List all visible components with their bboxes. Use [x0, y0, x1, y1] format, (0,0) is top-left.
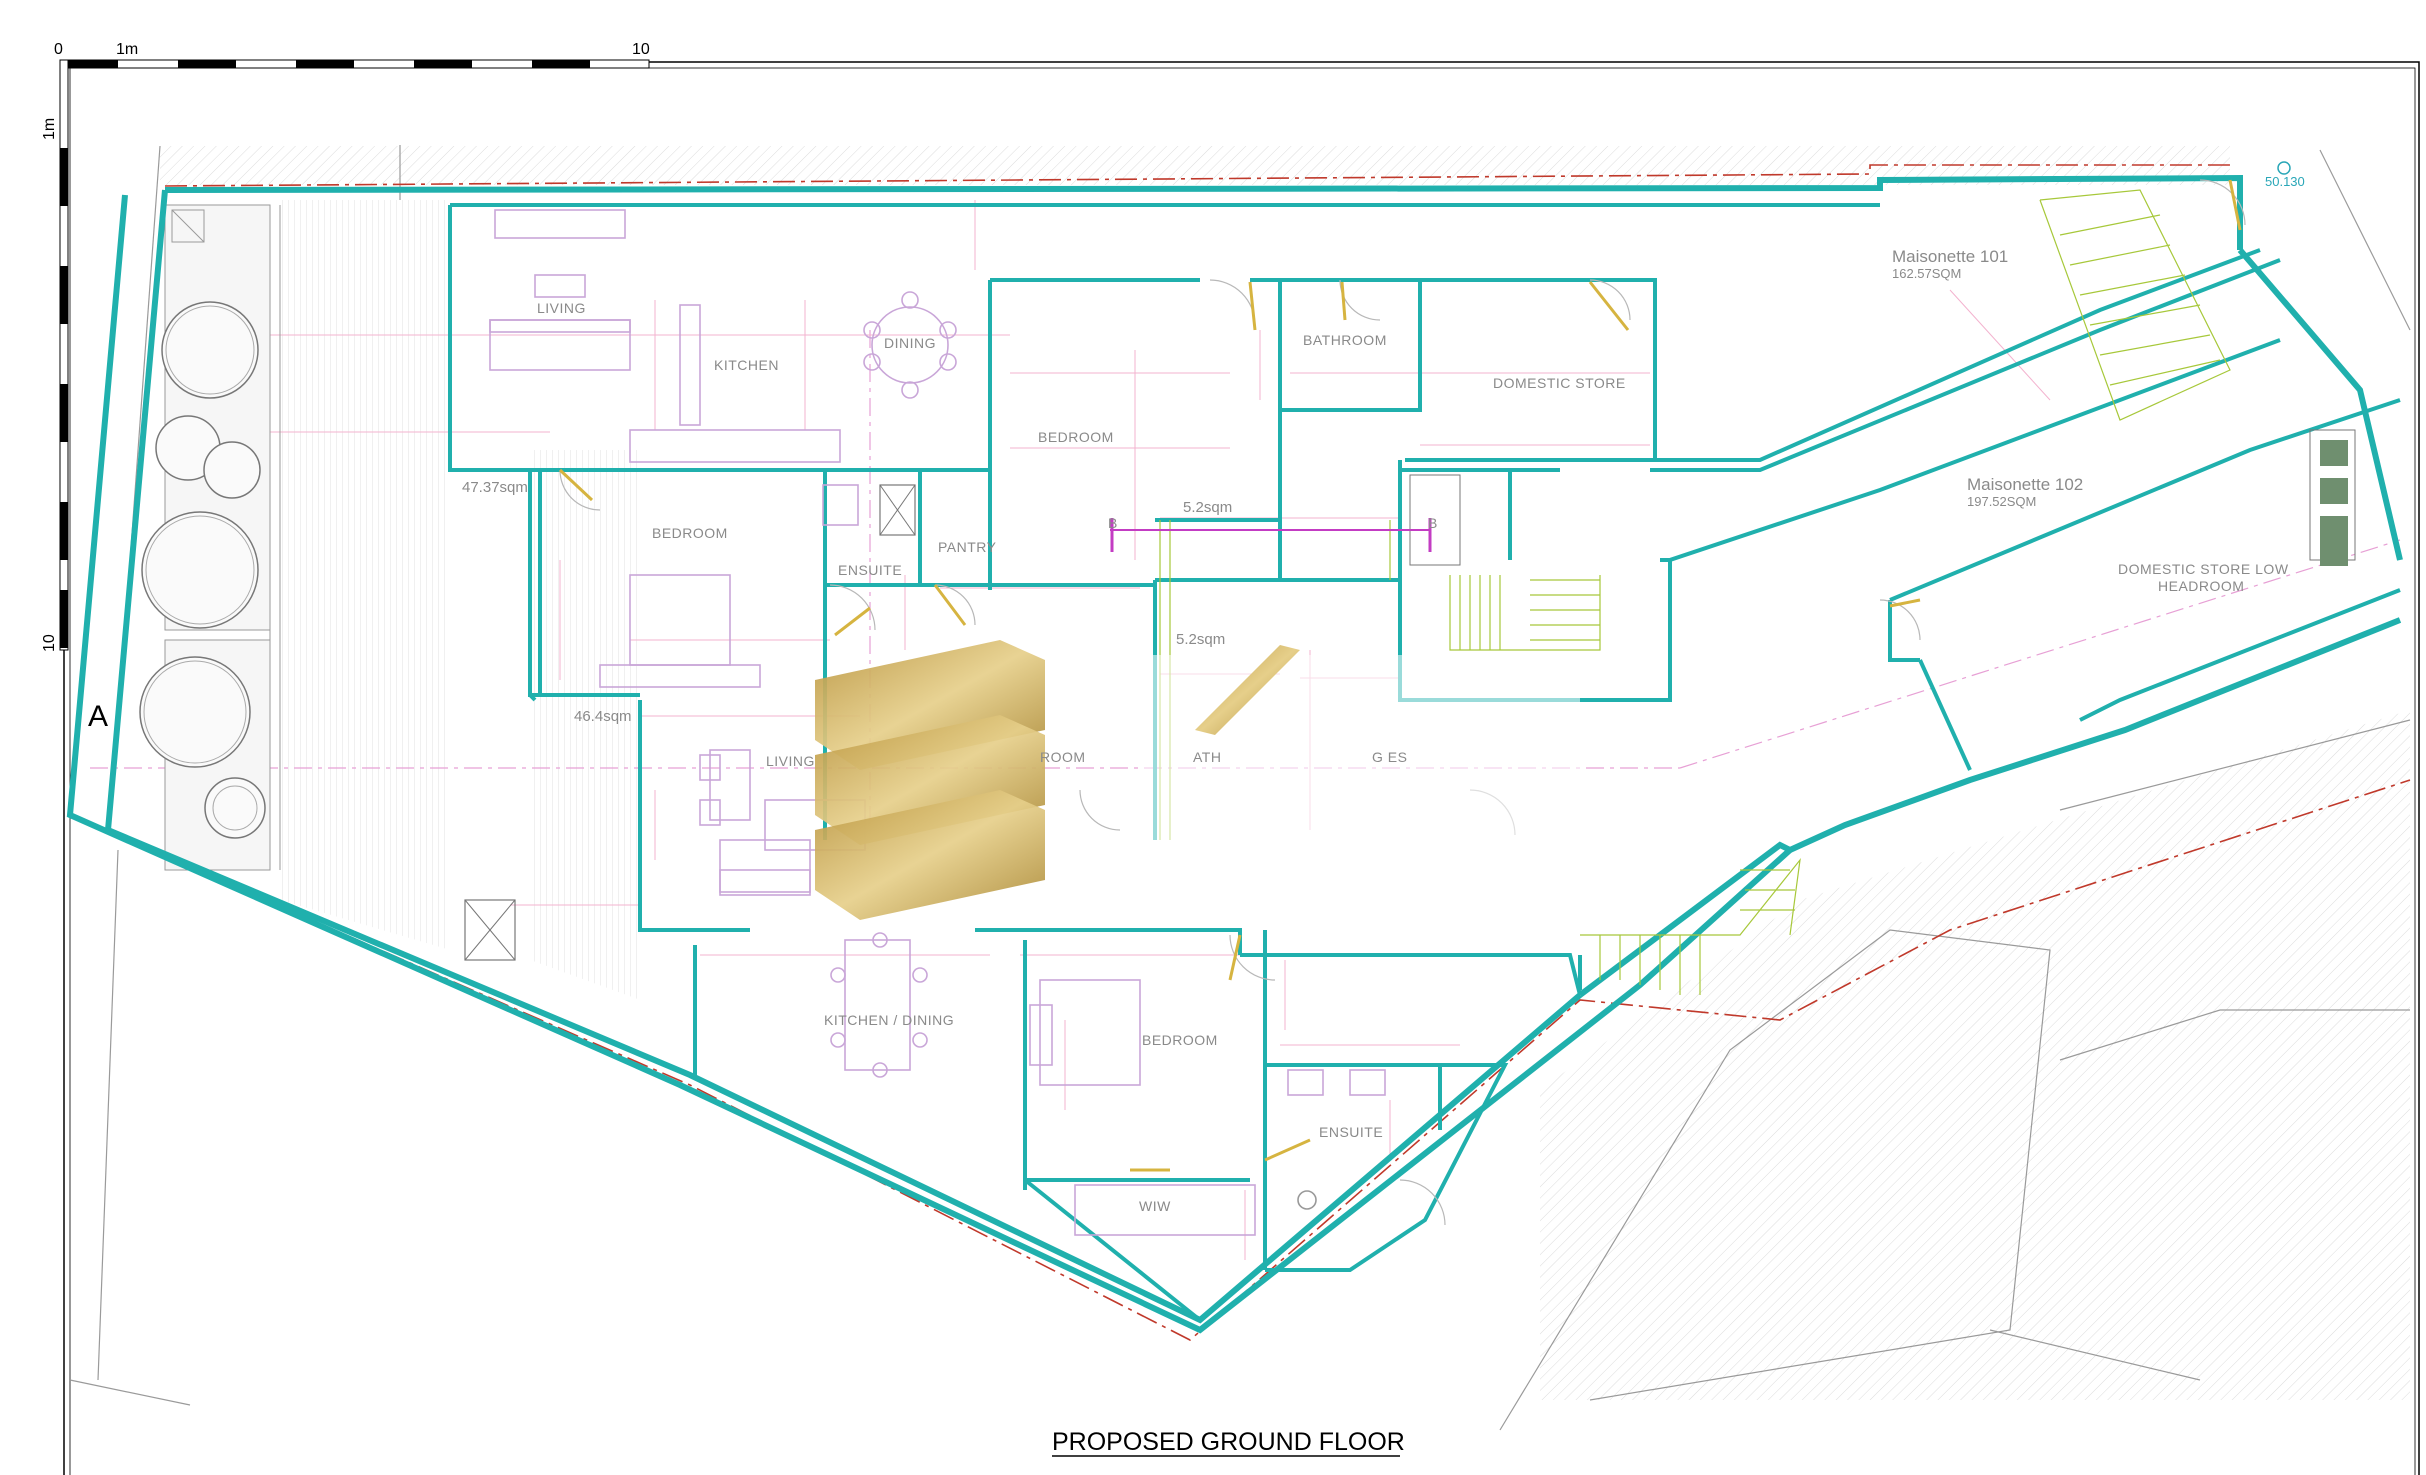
tree-icon	[204, 777, 266, 839]
planters-right	[2309, 429, 2356, 566]
unit-101-name: Maisonette 101	[1892, 247, 2008, 266]
drawing-title-block: PROPOSED GROUND FLOOR	[1052, 1428, 1405, 1457]
section-cut-line: B B	[1108, 515, 1438, 552]
scale-label-0: 0	[54, 41, 63, 58]
planter-trees	[139, 204, 281, 871]
tree-icon	[141, 511, 259, 629]
section-marker-a: A	[88, 700, 108, 733]
tree-icon	[161, 301, 259, 399]
area-shaft-1: 5.2sqm	[1183, 499, 1232, 516]
label-domestic-store-low: DOMESTIC STORE LOW	[2118, 561, 2289, 577]
label-pantry: PANTRY	[938, 539, 997, 555]
yard-hatch	[280, 200, 450, 950]
site-hatch-top	[160, 146, 2230, 185]
site-boundary	[104, 164, 2411, 1341]
neighbour-lines	[69, 145, 2411, 1431]
unit-labels: Maisonette 101 162.57SQM Maisonette 102 …	[1892, 247, 2083, 509]
label-living-top: LIVING	[537, 300, 586, 316]
yard-hatch-2	[530, 450, 640, 1000]
scale-label-1m: 1m	[116, 41, 138, 58]
level-mark: 50.130	[2265, 161, 2305, 189]
logo-watermark	[815, 640, 1580, 920]
label-bathroom: BATHROOM	[1303, 332, 1387, 348]
section-label-right: B	[1428, 515, 1438, 531]
label-bedroom-bottom: BEDROOM	[1142, 1032, 1218, 1048]
unit-102-area: 197.52SQM	[1967, 494, 2036, 509]
sheet-frame	[63, 61, 2420, 1475]
label-wiw: WIW	[1139, 1198, 1171, 1214]
furniture	[489, 209, 1386, 1236]
level-mark-value: 50.130	[2265, 174, 2305, 189]
area-labels: 47.37sqm 46.4sqm 5.2sqm 5.2sqm	[462, 479, 1232, 725]
scale-bar-side: 1m 10	[41, 59, 69, 652]
label-kitchen-top: KITCHEN	[714, 357, 779, 373]
site-hatch-right	[1540, 710, 2410, 1400]
label-partial-room: ROOM	[1040, 749, 1086, 765]
scale-label-10: 10	[632, 41, 650, 58]
label-living-bottom: LIVING	[766, 753, 815, 769]
label-ensuite-bottom: ENSUITE	[1319, 1124, 1383, 1140]
label-bedroom-center: BEDROOM	[1038, 429, 1114, 445]
label-partial-garage: G ES	[1372, 749, 1407, 765]
area-shaft-2: 5.2sqm	[1176, 631, 1225, 648]
room-labels: LIVING KITCHEN DINING BEDROOM ENSUITE PA…	[537, 300, 2289, 1214]
scale-bar-top: 0 1m 10	[54, 41, 650, 69]
label-partial-bath: ATH	[1193, 749, 1221, 765]
label-kitchen-dining: KITCHEN / DINING	[824, 1012, 954, 1028]
unit-102-name: Maisonette 102	[1967, 475, 2083, 494]
label-dining-top: DINING	[884, 335, 936, 351]
scale-side-1m: 1m	[41, 118, 58, 140]
area-yard-bottom: 46.4sqm	[574, 708, 632, 725]
area-yard-top: 47.37sqm	[462, 479, 528, 496]
lift-shaft	[464, 474, 1461, 961]
tree-icon	[139, 656, 251, 768]
label-bedroom-top-left: BEDROOM	[652, 525, 728, 541]
label-ensuite-top: ENSUITE	[838, 562, 902, 578]
label-domestic-store-top: DOMESTIC STORE	[1493, 375, 1626, 391]
walls	[66, 174, 2403, 1334]
scale-side-10: 10	[41, 634, 58, 652]
sheet-inner-frame	[69, 67, 2416, 1475]
drawing-title: PROPOSED GROUND FLOOR	[1052, 1428, 1405, 1456]
section-label-left: B	[1108, 515, 1118, 531]
unit-101-area: 162.57SQM	[1892, 266, 1961, 281]
label-headroom: HEADROOM	[2158, 578, 2244, 594]
